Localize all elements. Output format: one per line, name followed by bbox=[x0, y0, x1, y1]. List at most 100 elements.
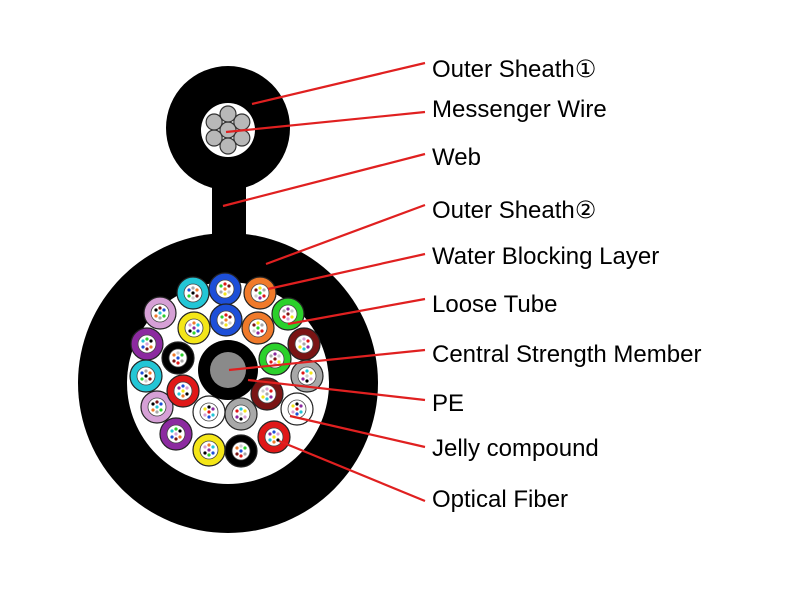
loose-tube bbox=[176, 276, 210, 310]
optical-fiber bbox=[188, 329, 192, 333]
optical-fiber bbox=[149, 345, 153, 349]
optical-fiber bbox=[211, 451, 215, 455]
loose-tube bbox=[159, 417, 193, 451]
optical-fiber bbox=[220, 315, 224, 319]
messenger-strand bbox=[233, 113, 251, 131]
optical-fiber bbox=[265, 387, 269, 391]
optical-fiber bbox=[286, 307, 290, 311]
loose-tubes bbox=[129, 272, 324, 468]
optical-fiber bbox=[269, 354, 273, 358]
optical-fiber bbox=[207, 410, 211, 414]
optical-fiber bbox=[235, 452, 239, 456]
optical-fiber bbox=[207, 415, 211, 419]
optical-fiber bbox=[306, 345, 310, 349]
optical-fiber bbox=[219, 290, 223, 294]
optical-fiber bbox=[223, 292, 227, 296]
optical-fiber bbox=[235, 415, 239, 419]
optical-fiber bbox=[243, 415, 247, 419]
optical-fiber bbox=[176, 361, 180, 365]
optical-fiber bbox=[262, 288, 266, 292]
optical-fiber bbox=[191, 286, 195, 290]
optical-fiber bbox=[180, 353, 184, 357]
optical-fiber bbox=[192, 321, 196, 325]
loose-tube bbox=[208, 272, 242, 306]
optical-fiber bbox=[298, 339, 302, 343]
optical-fiber bbox=[185, 386, 189, 390]
loose-tube bbox=[192, 433, 226, 467]
optical-fiber bbox=[158, 311, 162, 315]
optical-fiber bbox=[239, 412, 243, 416]
label-web: Web bbox=[432, 144, 481, 171]
leader-line bbox=[287, 297, 426, 326]
label-outer-sheath-1: Outer Sheath① bbox=[432, 56, 597, 83]
optical-fiber bbox=[155, 400, 159, 404]
optical-fiber bbox=[155, 410, 159, 414]
label-central-strength-member: Central Strength Member bbox=[432, 341, 702, 368]
optical-fiber bbox=[148, 371, 152, 375]
optical-fiber bbox=[239, 417, 243, 421]
messenger-strand bbox=[219, 137, 237, 155]
optical-fiber bbox=[181, 394, 185, 398]
loose-tube bbox=[130, 327, 164, 361]
label-outer-sheath-2: Outer Sheath② bbox=[432, 197, 597, 224]
optical-fiber bbox=[207, 405, 211, 409]
loose-tube bbox=[241, 311, 275, 345]
optical-fiber bbox=[159, 402, 163, 406]
optical-fiber bbox=[306, 339, 310, 343]
messenger-strand bbox=[205, 113, 223, 131]
label-jelly-compound: Jelly compound bbox=[432, 435, 599, 462]
loose-tube bbox=[166, 374, 200, 408]
optical-fiber bbox=[223, 287, 227, 291]
optical-fiber bbox=[299, 404, 303, 408]
optical-fiber bbox=[177, 392, 181, 396]
messenger-section bbox=[166, 66, 290, 190]
leader-line bbox=[225, 110, 426, 134]
optical-fiber bbox=[290, 315, 294, 319]
optical-fiber bbox=[172, 353, 176, 357]
optical-fiber bbox=[207, 443, 211, 447]
leader-line bbox=[289, 414, 426, 449]
optical-fiber bbox=[258, 296, 262, 300]
optical-fiber bbox=[159, 408, 163, 412]
optical-fiber bbox=[265, 397, 269, 401]
optical-fiber bbox=[282, 315, 286, 319]
optical-fiber bbox=[178, 429, 182, 433]
loose-tube bbox=[224, 397, 258, 431]
optical-fiber bbox=[145, 347, 149, 351]
optical-fiber bbox=[295, 412, 299, 416]
optical-fiber bbox=[239, 449, 243, 453]
optical-fiber bbox=[219, 284, 223, 288]
optical-fiber bbox=[235, 446, 239, 450]
optical-fiber bbox=[187, 288, 191, 292]
label-loose-tube: Loose Tube bbox=[432, 291, 558, 318]
leader-line bbox=[222, 152, 426, 208]
loose-tube bbox=[257, 420, 291, 454]
optical-fiber bbox=[298, 345, 302, 349]
optical-fiber bbox=[309, 371, 313, 375]
optical-fiber bbox=[176, 356, 180, 360]
optical-fiber bbox=[228, 315, 232, 319]
optical-fiber bbox=[256, 321, 260, 325]
optical-fiber bbox=[192, 331, 196, 335]
optical-fiber bbox=[181, 389, 185, 393]
loose-tube bbox=[250, 377, 284, 411]
optical-fiber bbox=[195, 288, 199, 292]
leader-lines bbox=[222, 61, 426, 503]
optical-fiber bbox=[224, 313, 228, 317]
optical-fiber bbox=[256, 326, 260, 330]
optical-fiber bbox=[203, 413, 207, 417]
optical-fiber bbox=[203, 451, 207, 455]
loose-tube bbox=[177, 311, 211, 345]
optical-fiber bbox=[282, 309, 286, 313]
cable-body bbox=[78, 233, 378, 533]
optical-fiber bbox=[295, 402, 299, 406]
loose-tube bbox=[287, 327, 321, 361]
optical-fiber bbox=[144, 379, 148, 383]
label-messenger-wire: Messenger Wire bbox=[432, 96, 607, 123]
optical-fiber bbox=[203, 445, 207, 449]
optical-fiber bbox=[196, 329, 200, 333]
optical-fiber bbox=[243, 409, 247, 413]
optical-fiber bbox=[196, 323, 200, 327]
optical-fiber bbox=[228, 321, 232, 325]
